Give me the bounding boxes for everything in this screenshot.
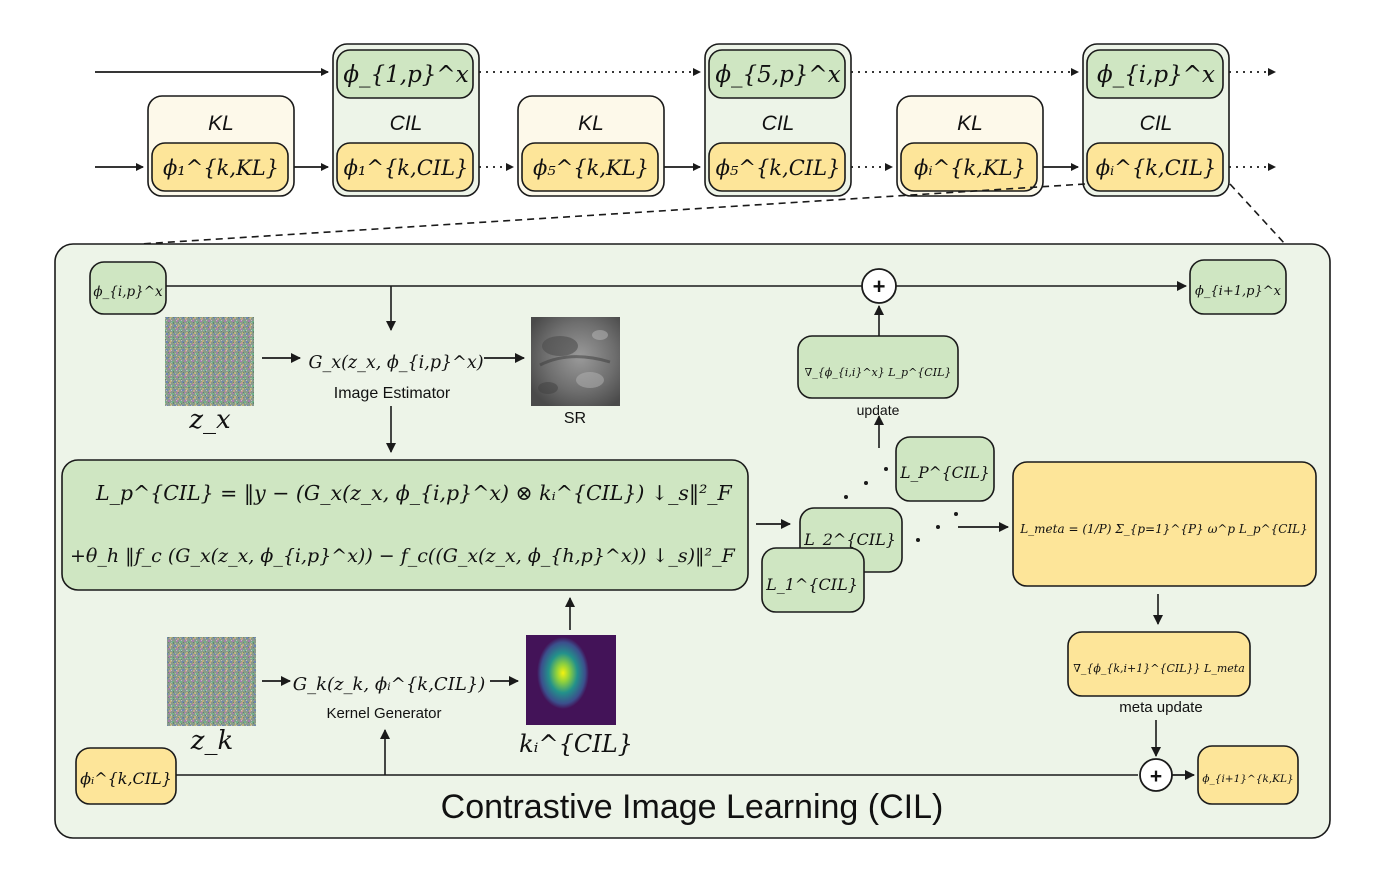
pipeline-stage-label: KL (578, 112, 604, 135)
pipeline-kernel-param-box (336, 142, 474, 192)
pipeline-image-param-box (336, 49, 474, 99)
loss-stack-label-2: L_2^{CIL} (803, 530, 896, 549)
output-kernel-param: ϕ_{i+1}^{k,KL} (1202, 773, 1293, 785)
meta-update-caption: meta update (1119, 699, 1202, 716)
pipeline-image-param-box (1086, 49, 1224, 99)
gradient-box (797, 335, 959, 399)
sr-label: SR (564, 410, 586, 427)
update-caption: update (857, 402, 900, 418)
kernel-label: kᵢ^{CIL} (519, 730, 633, 758)
image-sum-symbol: + (873, 274, 886, 299)
loss-function-box (61, 459, 749, 591)
output-image-param-box (1189, 259, 1287, 315)
pipeline-stage-label: CIL (762, 112, 795, 135)
zoom-line-right (1229, 183, 1286, 245)
pipeline-kernel-param: ϕᵢ^{k,CIL} (1096, 156, 1217, 180)
pipeline-kernel-param-box (151, 142, 289, 192)
gradient-formula: ∇_{ϕ_{i,i}^x} L_p^{CIL} (805, 366, 952, 379)
loss-stack-item-1 (761, 547, 865, 613)
meta-gradient-box (1067, 631, 1251, 697)
pipeline-kernel-param: ϕ₁^{k,KL} (163, 156, 279, 180)
kernel-generator-formula: G_k(z_k, ϕᵢ^{k,CIL}) (293, 674, 486, 695)
loss-stack-label-1: L_1^{CIL} (765, 575, 858, 594)
loss-line-1: L_p^{CIL} = ‖y − (G_x(z_x, ϕ_{i,p}^x) ⊗ … (95, 481, 733, 506)
sr-image (531, 317, 620, 406)
loss-line-2: +θ_h ‖f_c (G_x(z_x, ϕ_{i,p}^x)) − f_c((G… (70, 545, 736, 567)
input-kernel-param: ϕᵢ^{k,CIL} (80, 769, 172, 788)
pipeline-image-param: ϕ_{1,p}^x (343, 62, 468, 88)
pipeline-kernel-param: ϕᵢ^{k,KL} (914, 156, 1026, 180)
meta-loss-formula: L_meta = (1/P) Σ_{p=1}^{P} ω^p L_p^{CIL} (1019, 522, 1308, 536)
kernel-sum-symbol: + (1150, 765, 1162, 788)
pipeline-kernel-param-box (521, 142, 659, 192)
pipeline-kernel-param-box (708, 142, 846, 192)
output-image-param: ϕ_{i+1,p}^x (1195, 284, 1282, 299)
loss-stack-item-p (895, 436, 995, 502)
image-sum-node (861, 268, 897, 304)
pipeline-stage-label: KL (957, 112, 983, 135)
cil-panel-title: Contrastive Image Learning (CIL) (441, 788, 944, 826)
pipeline-image-param: ϕ_{i,p}^x (1097, 62, 1215, 88)
pipeline-kernel-param: ϕ₅^{k,KL} (533, 156, 649, 180)
image-estimator-formula: G_x(z_x, ϕ_{i,p}^x) (308, 353, 483, 373)
image-estimator-caption: Image Estimator (334, 385, 451, 402)
z-x-noise-image (165, 317, 254, 406)
pipeline-kernel-param-box (1086, 142, 1224, 192)
kernel-image (526, 635, 616, 725)
pipeline-image-param-box (708, 49, 846, 99)
pipeline-stage-label: KL (208, 112, 234, 135)
meta-loss-box (1012, 461, 1317, 587)
pipeline-image-param: ϕ_{5,p}^x (715, 62, 840, 88)
output-kernel-param-box (1197, 745, 1299, 805)
kernel-generator-caption: Kernel Generator (326, 705, 441, 722)
loss-stack-label-p: L_P^{CIL} (899, 464, 989, 482)
input-kernel-param-box (75, 747, 177, 805)
z-k-label: z_k (190, 726, 233, 756)
zoom-line-left (139, 183, 1086, 245)
z-x-label: z_x (188, 405, 231, 435)
z-k-noise-image (167, 637, 256, 726)
input-image-param-box (89, 261, 167, 315)
pipeline-kernel-param-box (900, 142, 1038, 192)
meta-gradient-formula: ∇_{ϕ_{k,i+1}^{CIL}} L_meta (1073, 662, 1245, 675)
pipeline-kernel-param: ϕ₁^{k,CIL} (344, 156, 469, 180)
pipeline-kernel-param: ϕ₅^{k,CIL} (716, 156, 841, 180)
pipeline-stage-label: CIL (1140, 112, 1173, 135)
pipeline-stage-label: CIL (390, 112, 423, 135)
stack-ellipsis-dots (844, 467, 958, 542)
input-image-param: ϕ_{i,p}^x (93, 284, 163, 300)
